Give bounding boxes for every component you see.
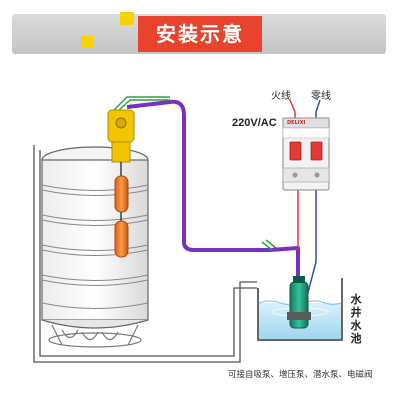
circuit-breaker [282, 117, 330, 191]
well-water-pool-text: 水井水池 [350, 293, 362, 345]
tank-pipe-frame [33, 145, 257, 363]
neutral-wire-label: 零线 [311, 91, 331, 102]
decor-yellow-square-top [120, 12, 134, 25]
page-title: 安装示意 [138, 16, 262, 52]
float-ball-lower [114, 220, 129, 258]
well-water-pool-label: 水井水池 [350, 293, 362, 353]
signal-cable [126, 99, 300, 300]
decor-yellow-square-bottom [81, 36, 93, 47]
footer-note: 可接自吸泵、增压泵、潜水泵、电磁阀 [228, 370, 373, 380]
float-ball-upper [114, 175, 129, 213]
water-tank [41, 146, 149, 348]
live-wire-label: 火线 [271, 91, 291, 102]
mains-wires [261, 99, 321, 301]
voltage-label: 220V/AC [232, 117, 277, 129]
submersible-pump [287, 276, 311, 329]
float-switch-controller [107, 96, 170, 176]
breaker-brand-label: DELIXI [287, 120, 306, 126]
